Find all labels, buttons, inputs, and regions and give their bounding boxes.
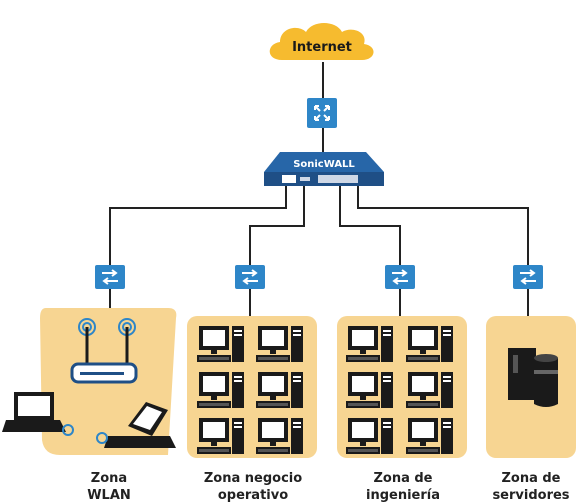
zone-label-line1: Zona negocio [203,471,303,486]
tablet-laptop-icon [96,402,176,448]
zone-label-line2: ingeniería [365,488,440,503]
zone-label-line1: Zona [90,471,128,486]
top-switch-icon [307,98,337,128]
zone-label-line2: servidores [492,488,570,503]
workstation-icon [197,372,244,408]
zone-switch-icon [235,265,265,289]
server-icon [508,348,558,407]
zone-switch-icon [385,265,415,289]
zone-label-engineering: Zona de ingeniería [338,470,468,504]
workstation-icon [406,372,453,408]
workstation-icon [256,418,303,454]
zone-label-line1: Zona de [373,471,433,486]
workstation-icon [197,326,244,362]
firewall-label: SonicWALL [293,159,355,170]
connection-lines [109,62,529,316]
workstation-icon [256,326,303,362]
zone-label-line2: operativo [217,488,289,503]
workstation-icon [256,372,303,408]
zone-label-wlan: Zona WLAN [44,470,174,504]
zone-label-line2: WLAN [87,488,131,503]
workstation-icon [346,418,393,454]
zone-label-business: Zona negocio operativo [188,470,318,504]
wireless-router-icon [70,318,138,384]
internet-label: Internet [292,40,352,55]
workstation-icon [346,372,393,408]
workstation-icon [197,418,244,454]
sonicwall-firewall: SonicWALL [264,152,384,186]
workstation-icon [406,418,453,454]
laptop-icon [2,392,74,436]
workstation-icon [346,326,393,362]
zone-switch-icon [95,265,125,289]
zone-switch-icon [513,265,543,289]
zone-label-servers: Zona de servidores [466,470,588,504]
workstation-icon [406,326,453,362]
internet-cloud: Internet [269,23,374,60]
zone-label-line1: Zona de [501,471,561,486]
